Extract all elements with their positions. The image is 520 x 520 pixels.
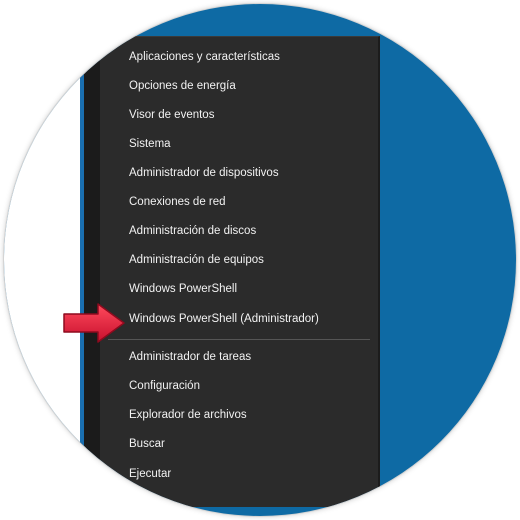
taskbar-edge — [80, 4, 100, 516]
menu-item-system[interactable]: Sistema — [129, 138, 171, 150]
menu-item-file-explorer[interactable]: Explorador de archivos — [129, 409, 247, 421]
menu-item-powershell[interactable]: Windows PowerShell — [129, 283, 238, 295]
menu-item-disk-management[interactable]: Administración de discos — [129, 225, 257, 237]
menu-item-computer-management[interactable]: Administración de equipos — [129, 254, 264, 266]
menu-item-task-manager[interactable]: Administrador de tareas — [129, 351, 252, 363]
menu-item-network-connections[interactable]: Conexiones de red — [129, 196, 226, 208]
menu-separator — [108, 339, 370, 340]
menu-item-settings[interactable]: Configuración — [129, 380, 200, 392]
menu-item-run[interactable]: Ejecutar — [129, 468, 172, 480]
window-border — [80, 4, 84, 516]
quick-link-menu: Aplicaciones y características Opciones … — [100, 36, 380, 507]
window-background — [4, 4, 80, 516]
menu-item-apps-features[interactable]: Aplicaciones y características — [129, 51, 280, 63]
red-arrow-icon — [63, 303, 125, 343]
circular-frame: Aplicaciones y características Opciones … — [4, 4, 516, 516]
menu-item-event-viewer[interactable]: Visor de eventos — [129, 109, 215, 121]
menu-item-device-manager[interactable]: Administrador de dispositivos — [129, 167, 279, 179]
menu-item-search[interactable]: Buscar — [129, 438, 165, 450]
menu-item-powershell-admin[interactable]: Windows PowerShell (Administrador) — [129, 313, 319, 325]
menu-item-power-options[interactable]: Opciones de energía — [129, 80, 236, 92]
